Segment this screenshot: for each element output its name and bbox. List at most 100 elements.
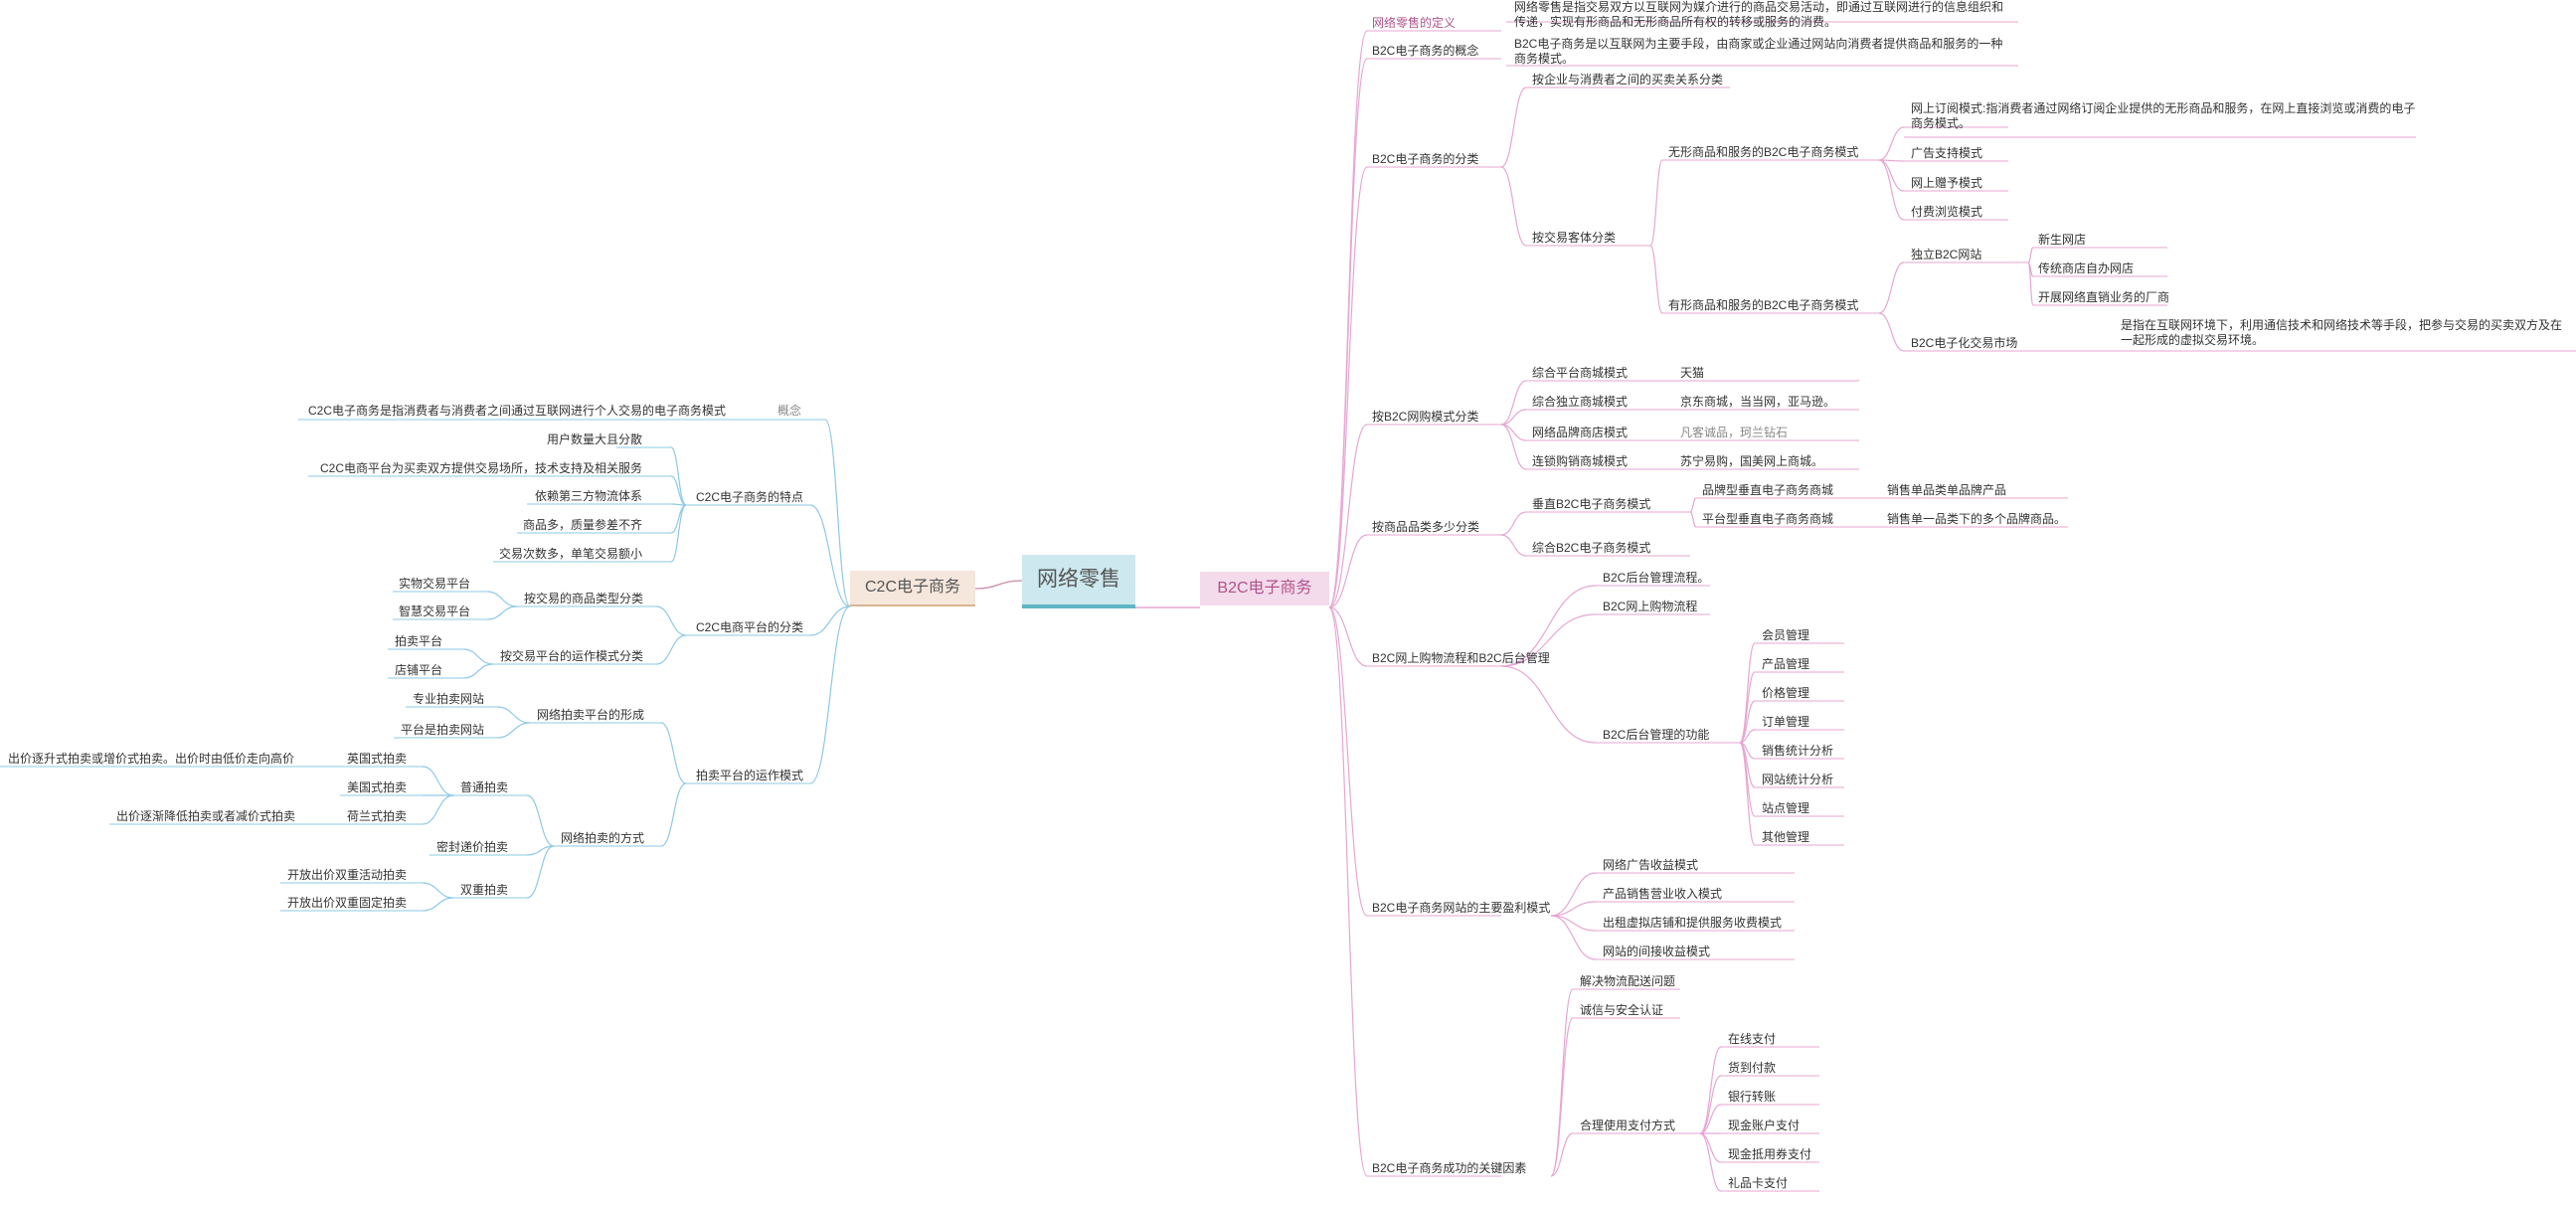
b2c-definition-text[interactable]: 网络零售是指交易双方以互联网为媒介进行的商品交易活动，即通过互联网进行的信息组织… xyxy=(1514,0,2004,29)
vertical-type-note[interactable]: 销售单一品类下的多个品牌商品。 xyxy=(1887,512,2067,526)
tangible-label[interactable]: 有形商品和服务的B2C电子商务模式 xyxy=(1668,298,1859,312)
profit-label[interactable]: B2C电子商务网站的主要盈利模式 xyxy=(1372,901,1551,915)
b2c-market-text[interactable]: 是指在互联网环境下，利用通信技术和网络技术等手段，把参与交易的买卖双方及在一起形… xyxy=(2121,318,2563,347)
c2c-feature-item[interactable]: 用户数量大且分散 xyxy=(547,432,643,446)
backend-function-item[interactable]: 价格管理 xyxy=(1762,686,1810,700)
backend-function-item[interactable]: 产品管理 xyxy=(1762,657,1810,671)
c2c-concept-text[interactable]: C2C电子商务是指消费者与消费者之间通过互联网进行个人交易的电子商务模式 xyxy=(308,404,727,418)
process-label[interactable]: B2C网上购物流程和B2C后台管理 xyxy=(1372,651,1550,665)
payment-item[interactable]: 在线支付 xyxy=(1728,1032,1777,1046)
shopping-mode-example[interactable]: 凡客诚品，珂兰钻石 xyxy=(1680,426,1789,439)
shopping-mode-example[interactable]: 苏宁易购，国美网上商城。 xyxy=(1680,454,1824,468)
payment-item[interactable]: 银行转账 xyxy=(1728,1090,1777,1104)
success-item[interactable]: 诚信与安全认证 xyxy=(1580,1003,1664,1017)
b2c-concept-label[interactable]: B2C电子商务的概念 xyxy=(1372,44,1479,58)
shopping-mode-example[interactable]: 天猫 xyxy=(1680,366,1705,380)
connector-curve xyxy=(1328,166,1368,608)
backend-function-item[interactable]: 网站统计分析 xyxy=(1762,773,1834,786)
c2c-feature-item[interactable]: 依赖第三方物流体系 xyxy=(535,489,643,503)
shopping-mode-item[interactable]: 网络品牌商店模式 xyxy=(1532,426,1629,439)
backend-function-item[interactable]: 会员管理 xyxy=(1762,628,1810,642)
c2c-by-operation-item[interactable]: 店铺平台 xyxy=(395,663,443,677)
vertical-type-label[interactable]: 平台型垂直电子商务商城 xyxy=(1702,512,1834,526)
independent-b2c-label[interactable]: 独立B2C网站 xyxy=(1911,248,1982,261)
auction-forms-item[interactable]: 专业拍卖网站 xyxy=(413,692,485,706)
c2c-by-goods-item[interactable]: 实物交易平台 xyxy=(399,577,471,591)
success-label[interactable]: B2C电子商务成功的关键因素 xyxy=(1372,1161,1527,1175)
c2c-by-operation-item[interactable]: 拍卖平台 xyxy=(395,634,443,648)
c2c-feature-item[interactable]: C2C电商平台为买卖双方提供交易场所，技术支持及相关服务 xyxy=(320,461,643,475)
english-auction-note[interactable]: 出价逐升式拍卖或增价式拍卖。出价时由低价走向高价 xyxy=(8,752,295,766)
payment-item[interactable]: 礼品卡支付 xyxy=(1728,1176,1789,1190)
shopping-process-label[interactable]: B2C网上购物流程 xyxy=(1603,600,1698,613)
auction-methods-label[interactable]: 网络拍卖的方式 xyxy=(561,831,645,845)
profit-item[interactable]: 出租虚拟店铺和提供服务收费模式 xyxy=(1603,916,1783,930)
shopping-mode-item[interactable]: 连锁购销商城模式 xyxy=(1532,454,1629,468)
independent-b2c-item[interactable]: 新生网店 xyxy=(2038,233,2087,247)
intangible-item[interactable]: 付费浏览模式 xyxy=(1911,205,1983,219)
c2c-node[interactable]: C2C电子商务 xyxy=(850,571,975,606)
double-auction-item[interactable]: 开放出价双重活动拍卖 xyxy=(287,868,408,882)
b2c-classification-label[interactable]: B2C电子商务的分类 xyxy=(1372,152,1479,166)
b2c-market-label[interactable]: B2C电子化交易市场 xyxy=(1911,336,2018,350)
b2c-node[interactable]: B2C电子商务 xyxy=(1200,572,1329,605)
c2c-by-goods-item[interactable]: 智慧交易平台 xyxy=(399,604,471,618)
connector-curve xyxy=(1500,511,1527,536)
american-auction-label[interactable]: 美国式拍卖 xyxy=(347,780,408,794)
payment-item[interactable]: 货到付款 xyxy=(1728,1061,1777,1075)
intangible-item[interactable]: 网上赠予模式 xyxy=(1911,176,1983,190)
backend-function-item[interactable]: 其他管理 xyxy=(1762,830,1810,844)
backend-functions-label[interactable]: B2C后台管理的功能 xyxy=(1603,728,1710,742)
connector-curve xyxy=(1500,409,1527,426)
b2c-definition-label[interactable]: 网络零售的定义 xyxy=(1372,16,1457,30)
intangible-item[interactable]: 网上订阅模式:指消费者通过网络订阅企业提供的无形商品和服务，在网上直接浏览或消费… xyxy=(1911,101,2416,130)
c2c-feature-item[interactable]: 商品多，质量参差不齐 xyxy=(523,518,643,532)
category-count-label[interactable]: 按商品品类多少分类 xyxy=(1372,520,1480,534)
b2c-by-relation[interactable]: 按企业与消费者之间的买卖关系分类 xyxy=(1532,73,1724,86)
comprehensive-b2c-label[interactable]: 综合B2C电子商务模式 xyxy=(1532,541,1651,555)
double-auction-item[interactable]: 开放出价双重固定拍卖 xyxy=(287,896,408,910)
dutch-auction-label[interactable]: 荷兰式拍卖 xyxy=(347,809,408,823)
independent-b2c-item[interactable]: 开展网络直销业务的厂商 xyxy=(2038,290,2170,304)
independent-b2c-item[interactable]: 传统商店自办网店 xyxy=(2038,261,2135,275)
shopping-mode-item[interactable]: 综合平台商城模式 xyxy=(1532,366,1629,380)
c2c-concept-label[interactable]: 概念 xyxy=(777,404,802,418)
success-item[interactable]: 解决物流配送问题 xyxy=(1580,974,1676,988)
payment-label[interactable]: 合理使用支付方式 xyxy=(1580,1119,1676,1132)
profit-item[interactable]: 网站的间接收益模式 xyxy=(1603,945,1711,958)
backend-function-item[interactable]: 销售统计分析 xyxy=(1762,744,1834,758)
b2c-concept-text[interactable]: B2C电子商务是以互联网为主要手段，由商家或企业通过网站向消费者提供商品和服务的… xyxy=(1514,37,2003,66)
profit-item[interactable]: 网络广告收益模式 xyxy=(1603,858,1699,872)
c2c-by-operation-label[interactable]: 按交易平台的运作模式分类 xyxy=(500,649,644,663)
double-auction-label[interactable]: 双重拍卖 xyxy=(460,883,509,897)
auction-forms-label[interactable]: 网络拍卖平台的形成 xyxy=(537,708,645,722)
vertical-type-note[interactable]: 销售单品类单品牌产品 xyxy=(1887,483,2007,497)
profit-item[interactable]: 产品销售营业收入模式 xyxy=(1603,887,1723,901)
c2c-features-label[interactable]: C2C电子商务的特点 xyxy=(696,490,804,504)
connector-curve xyxy=(1550,915,1597,932)
english-auction-label[interactable]: 英国式拍卖 xyxy=(347,752,408,766)
ordinary-auction-label[interactable]: 普通拍卖 xyxy=(460,780,509,794)
auction-forms-item[interactable]: 平台是拍卖网站 xyxy=(401,723,485,737)
shopping-mode-item[interactable]: 综合独立商城模式 xyxy=(1532,395,1629,409)
shopping-modes-label[interactable]: 按B2C网购模式分类 xyxy=(1372,410,1479,424)
dutch-auction-note[interactable]: 出价逐渐降低拍卖或者减价式拍卖 xyxy=(116,809,296,823)
backend-function-item[interactable]: 订单管理 xyxy=(1762,715,1810,729)
intangible-item[interactable]: 广告支持模式 xyxy=(1911,146,1983,160)
vertical-b2c-label[interactable]: 垂直B2C电子商务模式 xyxy=(1532,497,1651,511)
sealed-auction-label[interactable]: 密封递价拍卖 xyxy=(436,840,509,854)
c2c-by-goods-label[interactable]: 按交易的商品类型分类 xyxy=(524,592,644,605)
connector-curve xyxy=(486,591,518,607)
vertical-type-label[interactable]: 品牌型垂直电子商务商城 xyxy=(1702,483,1834,497)
shopping-mode-example[interactable]: 京东商城，当当网，亚马逊。 xyxy=(1680,395,1836,409)
payment-item[interactable]: 现金账户支付 xyxy=(1728,1119,1801,1132)
c2c-feature-item[interactable]: 交易次数多，单笔交易额小 xyxy=(499,547,643,561)
c2c-classification-label[interactable]: C2C电商平台的分类 xyxy=(696,620,804,634)
intangible-label[interactable]: 无形商品和服务的B2C电子商务模式 xyxy=(1668,145,1859,159)
root-node[interactable]: 网络零售 xyxy=(1022,555,1135,607)
c2c-auction-label[interactable]: 拍卖平台的运作模式 xyxy=(696,769,804,782)
payment-item[interactable]: 现金抵用券支付 xyxy=(1728,1147,1812,1161)
backend-function-item[interactable]: 站点管理 xyxy=(1762,801,1810,815)
backend-process-label[interactable]: B2C后台管理流程。 xyxy=(1603,571,1710,585)
b2c-by-object-label[interactable]: 按交易客体分类 xyxy=(1532,231,1617,245)
